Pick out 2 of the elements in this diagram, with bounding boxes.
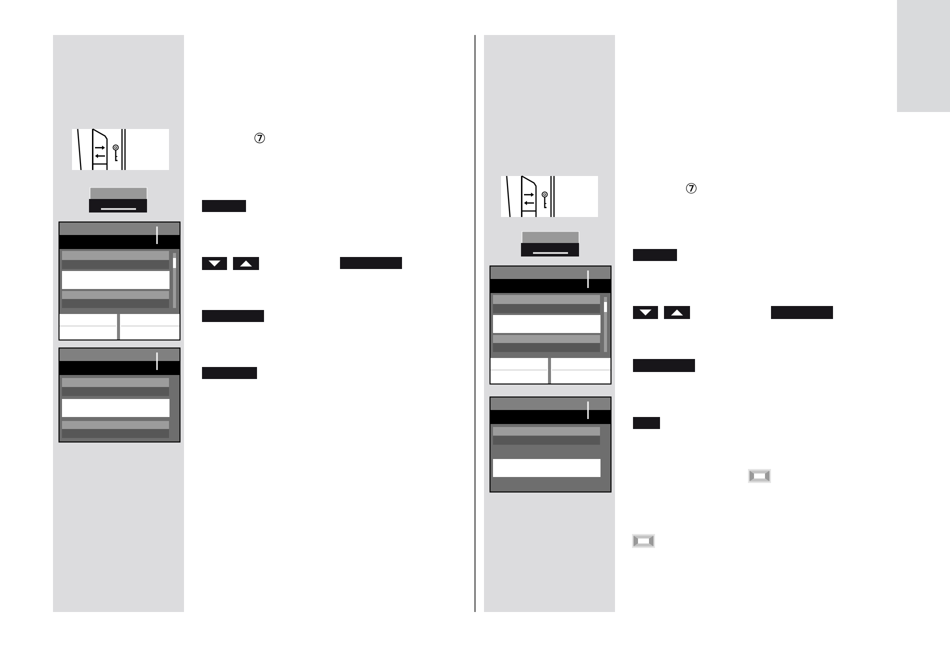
callout-number: ⑦ (254, 132, 265, 144)
callout-number: ⑦ (686, 183, 697, 194)
